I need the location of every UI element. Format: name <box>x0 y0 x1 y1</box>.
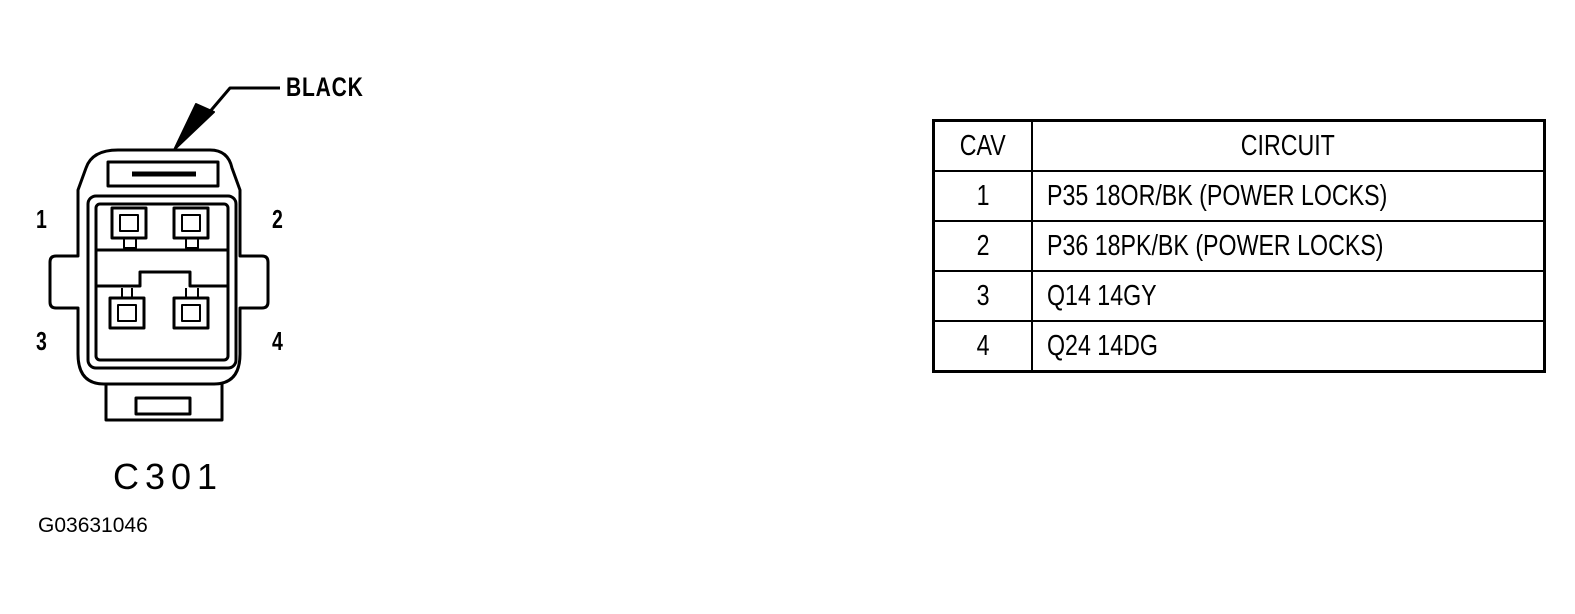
table-row: 3 Q14 14GY <box>932 270 1546 322</box>
connector-housing <box>48 148 270 386</box>
table-header-row: CAV CIRCUIT <box>932 119 1546 172</box>
cavity-4 <box>172 296 210 330</box>
cell-cav: 3 <box>932 270 1033 322</box>
cell-circuit: P36 18PK/BK (POWER LOCKS) <box>1031 220 1546 272</box>
table-row: 2 P36 18PK/BK (POWER LOCKS) <box>932 220 1546 272</box>
pin-label-1: 1 <box>36 204 47 234</box>
pin-label-3: 3 <box>36 326 47 356</box>
cavity-1 <box>110 206 148 240</box>
leader-arrowhead <box>173 103 215 151</box>
table-row: 1 P35 18OR/BK (POWER LOCKS) <box>932 170 1546 222</box>
connector-c301-drawing <box>48 86 280 422</box>
header-circuit: CIRCUIT <box>1031 119 1546 172</box>
cavity-3 <box>108 296 146 330</box>
cell-circuit: P35 18OR/BK (POWER LOCKS) <box>1031 170 1546 222</box>
cell-cav: 4 <box>932 320 1033 373</box>
table-row: 4 Q24 14DG <box>932 320 1546 373</box>
connector-inner-frame <box>86 194 238 370</box>
cell-circuit: Q24 14DG <box>1031 320 1546 373</box>
pin-label-4: 4 <box>272 326 283 356</box>
pin-label-2: 2 <box>272 204 283 234</box>
connector-color-label: BLACK <box>286 72 364 102</box>
header-cav: CAV <box>932 119 1033 172</box>
cell-cav: 1 <box>932 170 1033 222</box>
connector-bottom-tab <box>104 384 224 422</box>
cell-circuit: Q14 14GY <box>1031 270 1546 322</box>
cavity-2 <box>172 206 210 240</box>
cell-cav: 2 <box>932 220 1033 272</box>
figure-id: G03631046 <box>38 514 148 537</box>
leader-line <box>194 86 280 129</box>
connector-latch <box>106 160 220 188</box>
connector-id: C301 <box>113 456 224 497</box>
cavity-circuit-table: CAV CIRCUIT 1 P35 18OR/BK (POWER LOCKS) … <box>932 119 1546 373</box>
